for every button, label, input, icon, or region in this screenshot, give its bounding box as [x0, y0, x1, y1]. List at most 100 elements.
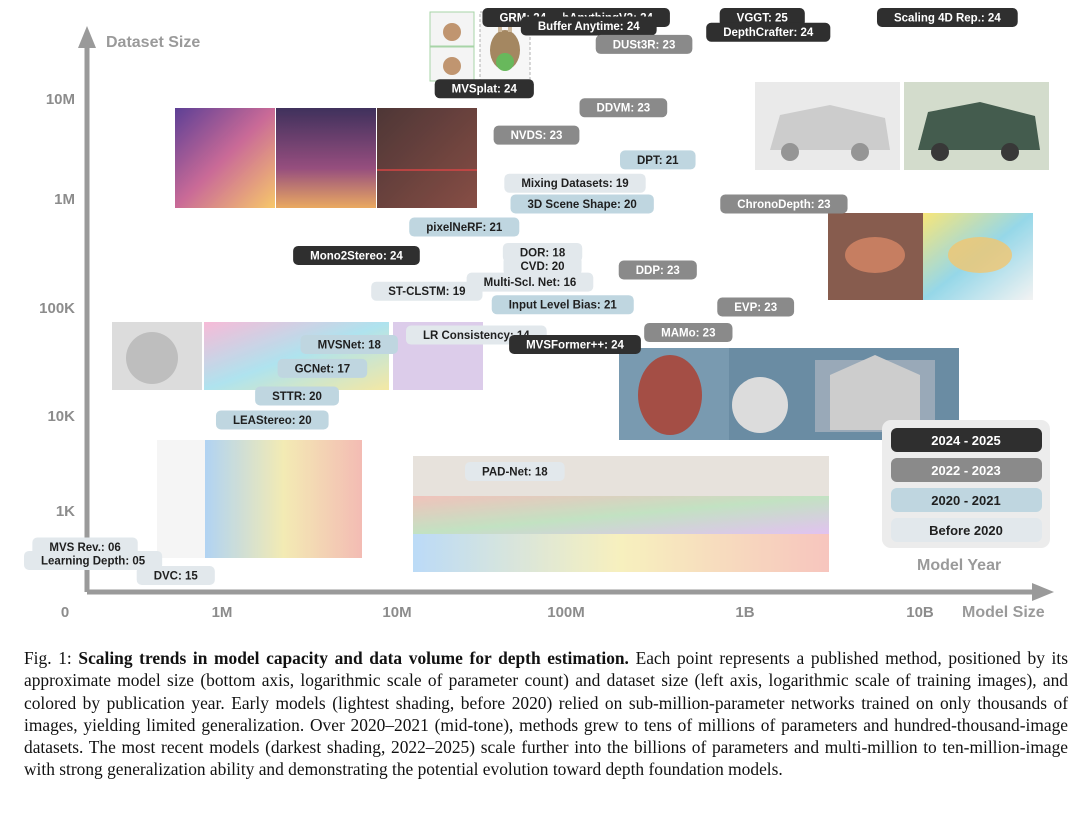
caption-prefix: Fig. 1:	[24, 648, 79, 668]
method-pill	[503, 256, 582, 276]
legend-label: 2022 - 2023	[931, 463, 1000, 478]
legend-swatch	[891, 488, 1042, 512]
method-point: DVC: 15	[136, 566, 215, 585]
y-tick-label: 100K	[39, 300, 75, 317]
legend-item: Before 2020	[891, 518, 1042, 542]
method-pill	[618, 260, 697, 280]
method-point: DepthCrafter: 24	[706, 22, 831, 42]
y-axis-title: Dataset Size	[106, 34, 200, 51]
legend-label: 2020 - 2021	[931, 493, 1000, 508]
method-point: GCNet: 17	[277, 358, 368, 378]
method-label: pixelNeRF: 21	[426, 222, 503, 234]
method-label: DDP: 23	[636, 265, 680, 277]
y-tick-label: 10K	[47, 408, 75, 425]
legend-title: Model Year	[917, 557, 1001, 574]
method-pill	[876, 8, 1018, 27]
method-label: Multi-Scl. Net: 16	[484, 277, 577, 289]
method-label: Input Level Bias: 21	[509, 300, 618, 312]
method-label: Learning Depth: 05	[41, 555, 146, 567]
method-pill	[493, 125, 580, 145]
method-label: DPT: 21	[637, 155, 679, 167]
method-pill	[719, 8, 805, 27]
method-pill	[24, 550, 163, 570]
method-point: DDP: 23	[618, 260, 697, 280]
method-label: DepthCrafter: 24	[723, 27, 814, 39]
method-point: LEAStereo: 20	[215, 410, 329, 430]
y-tick-label: 1M	[54, 191, 75, 208]
method-point: PAD-Net: 18	[465, 461, 565, 481]
y-tick-labels: 1K 10K 100K 1M 10M	[39, 91, 75, 520]
scaling-chart: Dataset Size Model Size 01M10M100M1B10B …	[24, 8, 1054, 621]
method-point: MVSplat: 24	[434, 79, 534, 99]
method-label: DVC: 15	[154, 571, 199, 583]
caption-title: Scaling trends in model capacity and dat…	[78, 648, 629, 668]
legend-swatch	[891, 518, 1042, 542]
method-point: Multi-Scl. Net: 16	[466, 272, 594, 292]
method-point: EVP: 23	[717, 297, 795, 317]
method-pill	[255, 386, 339, 406]
method-point: NVDS: 23	[493, 125, 580, 145]
method-pill	[371, 281, 483, 301]
method-label: NVDS: 23	[511, 130, 563, 142]
method-point: ST-CLSTM: 19	[371, 281, 483, 301]
method-label: MAMo: 23	[661, 328, 715, 340]
method-point: Buffer Anytime: 24	[520, 16, 657, 36]
y-tick-label: 10M	[46, 91, 75, 108]
method-label: DDVM: 23	[597, 103, 651, 115]
method-point: Mixing Datasets: 19	[504, 173, 646, 193]
axes: Dataset Size Model Size	[78, 26, 1054, 621]
method-label: DUSt3R: 23	[613, 39, 676, 51]
method-label: Mixing Datasets: 19	[521, 178, 628, 190]
x-tick-label: 10B	[906, 604, 934, 621]
method-label: MVSFormer++: 24	[526, 339, 624, 351]
method-label: VGGT: 25	[737, 13, 789, 25]
method-label: 3D Scene Shape: 20	[528, 199, 637, 211]
legend-label: 2024 - 2025	[931, 433, 1000, 448]
legend-swatch	[891, 458, 1042, 482]
method-pill	[215, 410, 329, 430]
method-pill	[409, 217, 520, 237]
method-pill	[717, 297, 795, 317]
figure-caption: Fig. 1: Scaling trends in model capacity…	[24, 647, 1068, 781]
method-pill	[579, 98, 668, 118]
method-point: DUSt3R: 23	[595, 34, 693, 54]
method-pill	[520, 16, 657, 36]
method-pill	[720, 194, 848, 214]
method-point: VGGT: 25	[719, 8, 805, 27]
method-label: GCNet: 17	[295, 363, 351, 375]
method-label: MVSNet: 18	[318, 339, 382, 351]
method-label: Mono2Stereo: 24	[310, 250, 403, 262]
illustration-thumbnails	[112, 11, 1049, 572]
method-label: Scaling 4D Rep.: 24	[894, 13, 1001, 25]
method-point: Learning Depth: 05	[24, 550, 163, 570]
method-label: ChronoDepth: 23	[737, 199, 830, 211]
method-pill	[644, 323, 733, 343]
method-point: DPT: 21	[620, 150, 696, 170]
method-point: Scaling 4D Rep.: 24	[876, 8, 1018, 27]
method-pill	[706, 22, 831, 42]
x-tick-label: 100M	[547, 604, 585, 621]
method-label: LEAStereo: 20	[233, 415, 312, 427]
x-tick-label: 0	[61, 604, 69, 621]
method-points: DepthAnythingV2: 24GRM: 24Buffer Anytime…	[24, 8, 1018, 585]
caption-body: Each point represents a published method…	[24, 648, 1068, 780]
y-tick-label: 1K	[56, 503, 75, 520]
method-pill	[504, 173, 646, 193]
method-point: ChronoDepth: 23	[720, 194, 848, 214]
method-point: MVSNet: 18	[300, 334, 398, 354]
legend-swatch	[891, 428, 1042, 452]
legend-label: Before 2020	[929, 523, 1003, 538]
method-point: MAMo: 23	[644, 323, 733, 343]
method-label: Buffer Anytime: 24	[538, 21, 640, 33]
method-point: CVD: 20	[503, 256, 582, 276]
method-pill	[465, 461, 565, 481]
method-point: STTR: 20	[255, 386, 339, 406]
method-pill	[509, 334, 641, 354]
y-axis-arrow-icon	[78, 26, 96, 48]
x-tick-label: 1B	[735, 604, 754, 621]
method-point: 3D Scene Shape: 20	[510, 194, 654, 214]
method-pill	[491, 295, 634, 315]
method-label: ST-CLSTM: 19	[388, 286, 465, 298]
legend-item: 2022 - 2023	[891, 458, 1042, 482]
